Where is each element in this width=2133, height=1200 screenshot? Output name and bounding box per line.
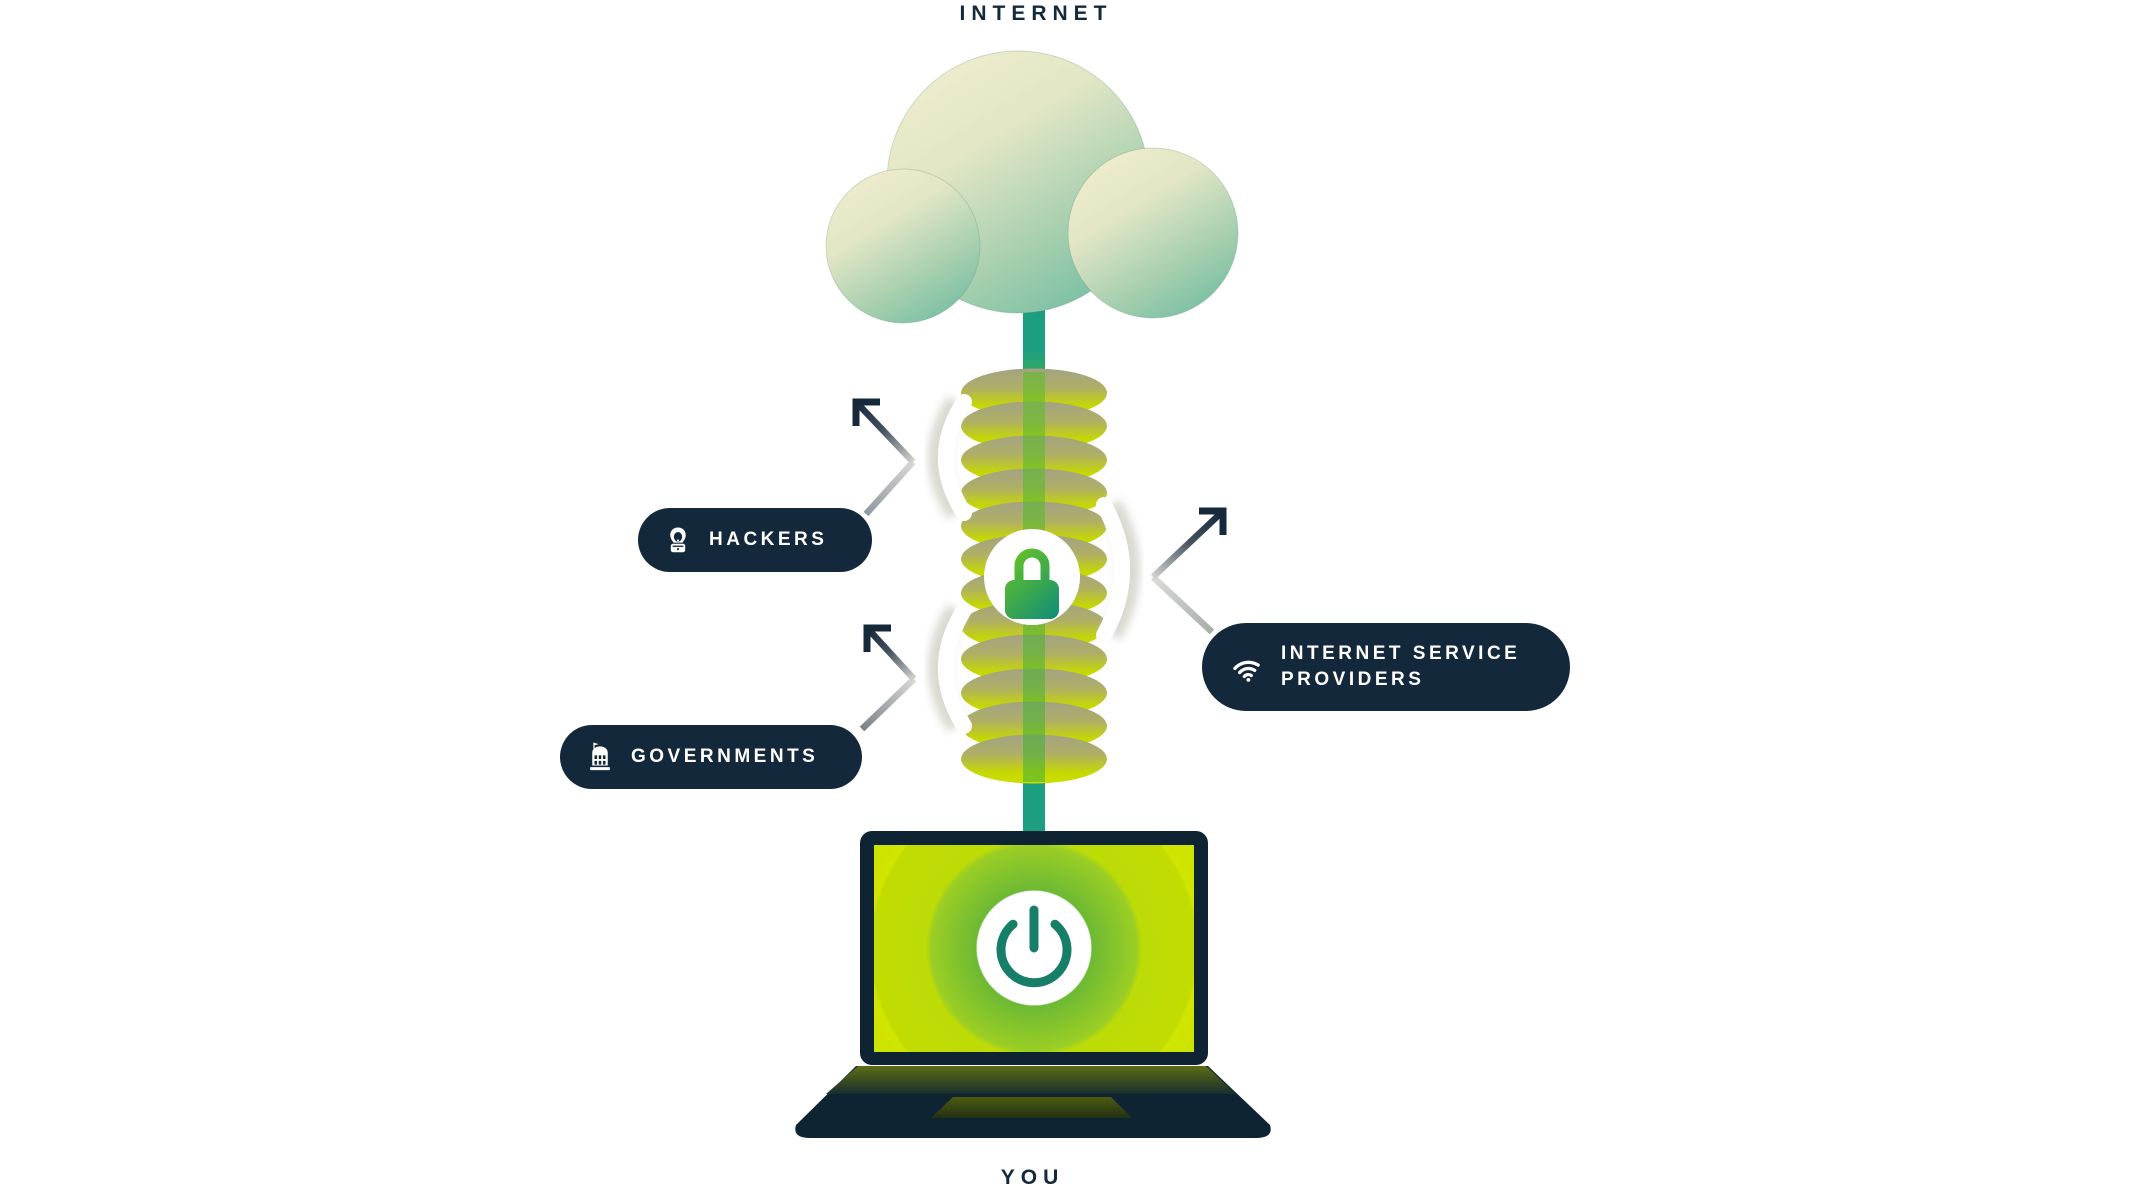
crescent-left-lower <box>938 602 972 734</box>
internet-cloud-icon <box>825 50 1239 324</box>
laptop-trackpad <box>931 1097 1132 1118</box>
arrowhead-up-right-icon <box>1199 507 1227 535</box>
padlock-icon <box>984 529 1080 625</box>
isps-badge: INTERNET SERVICE PROVIDERS <box>1202 623 1570 711</box>
hackers-badge: HACKERS <box>638 508 872 572</box>
governments-badge-label: GOVERNMENTS <box>631 746 819 767</box>
internet-label: INTERNET <box>959 2 1113 25</box>
power-arc <box>996 919 1072 988</box>
government-building-icon <box>590 742 610 771</box>
laptop-hinge-glow <box>826 1066 1236 1094</box>
hacker-hood-icon <box>670 527 686 553</box>
power-icon <box>977 891 1091 1005</box>
you-label: YOU <box>1000 1166 1065 1189</box>
laptop-icon <box>795 831 1271 1138</box>
deflected-arrow-hackers <box>852 398 916 517</box>
isps-badge-line2: PROVIDERS <box>1281 669 1425 690</box>
crescent-left-upper <box>938 394 972 521</box>
crescent-right <box>1096 497 1130 643</box>
padlock-body <box>1005 580 1059 619</box>
padlock-shackle <box>1014 548 1050 582</box>
deflection-crescents <box>928 394 1140 734</box>
cloud-left-lobe <box>825 168 981 324</box>
isps-badge-line1: INTERNET SERVICE <box>1281 643 1521 664</box>
cloud-right-lobe <box>1067 147 1239 319</box>
isps-badge-label: INTERNET SERVICE PROVIDERS <box>1281 641 1520 693</box>
governments-badge: GOVERNMENTS <box>560 725 862 789</box>
deflected-arrow-governments <box>859 624 917 732</box>
arrowhead-up-left-icon <box>852 398 880 426</box>
deflected-arrow-isps <box>1150 507 1227 635</box>
arrowhead-up-left-icon <box>863 624 891 652</box>
wifi-icon <box>1233 660 1260 682</box>
hackers-badge-label: HACKERS <box>709 529 828 550</box>
